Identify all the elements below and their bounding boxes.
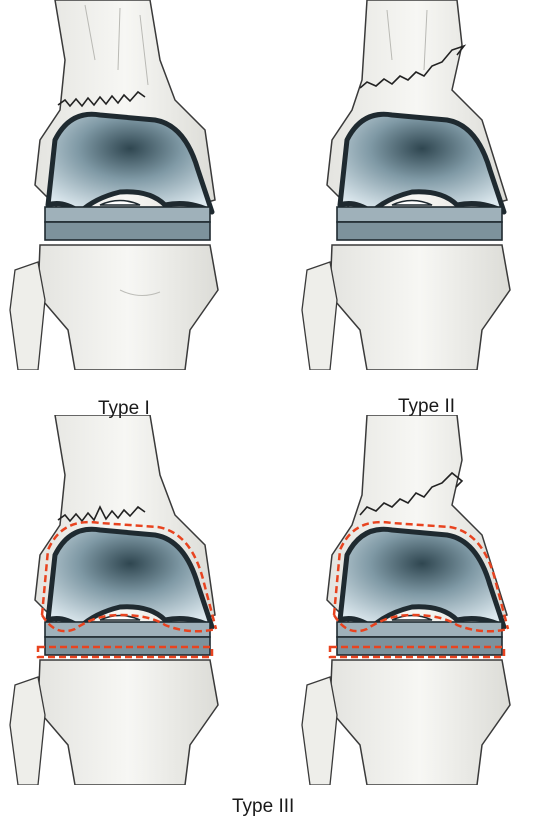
knee-panel-type-iii-right <box>292 415 542 785</box>
tibial-tray <box>45 207 210 240</box>
tibial-tray <box>45 622 210 655</box>
tibia-bone <box>10 245 218 370</box>
type-ii-label: Type II <box>398 396 455 418</box>
knee-panel-type-i <box>0 0 250 370</box>
tibia-bone <box>302 245 510 370</box>
tibial-tray <box>337 207 502 240</box>
tibia-bone <box>302 660 510 785</box>
tibial-tray <box>337 622 502 655</box>
type-i-label: Type I <box>98 398 150 420</box>
type-iii-label: Type III <box>232 796 294 818</box>
knee-panel-type-ii <box>292 0 542 370</box>
tibia-bone <box>10 660 218 785</box>
knee-panel-type-iii-left <box>0 415 250 785</box>
